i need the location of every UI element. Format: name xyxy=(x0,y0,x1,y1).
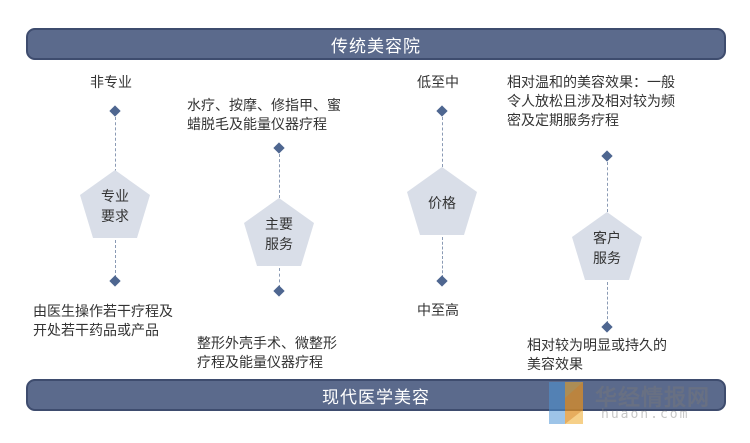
col1-bottom-connector xyxy=(115,240,116,278)
banner-bottom-label: 现代医学美容 xyxy=(322,387,430,408)
col1-top-text: 非专业 xyxy=(90,75,132,91)
col1-bottom-text: 由医生操作若干疗程及 开处若干药品或产品 xyxy=(33,304,173,339)
col2-top-text: 水疗、按摩、修指甲、蜜 蜡脱毛及能量仪器疗程 xyxy=(187,98,341,133)
banner-top-label: 传统美容院 xyxy=(331,36,421,57)
traditional-salon-banner: 传统美容院 xyxy=(26,28,726,60)
col2-top-connector xyxy=(279,154,280,198)
col4-top-text: 相对温和的美容效果：一般 令人放松且涉及相对较为频 密及定期服务疗程 xyxy=(507,75,675,129)
col2-top-diamond xyxy=(273,142,285,154)
col3-pentagon-node: 价格 xyxy=(405,165,479,237)
watermark-brand: 华经情报网 xyxy=(595,386,711,411)
col3-top-text: 低至中 xyxy=(417,75,459,91)
col3-top-diamond xyxy=(436,105,448,117)
col3-bottom-text: 中至高 xyxy=(417,303,459,319)
col2-bottom-diamond xyxy=(273,285,285,297)
col4-bottom-text: 相对较为明显或持久的 美容效果 xyxy=(527,338,667,373)
col1-node-label: 专业 要求 xyxy=(101,189,129,225)
col2-bottom-connector xyxy=(279,268,280,288)
watermark: 华经情报网 huaon.com xyxy=(543,378,743,428)
col4-top-diamond xyxy=(601,150,613,162)
col2-node-label: 主要 服务 xyxy=(265,217,293,253)
col3-bottom-diamond xyxy=(436,275,448,287)
col4-bottom-connector xyxy=(607,282,608,324)
col1-top-connector xyxy=(115,117,116,172)
col2-bottom-text: 整形外壳手术、微整形 疗程及能量仪器疗程 xyxy=(197,336,337,371)
col4-node-label: 客户 服务 xyxy=(593,231,621,267)
watermark-logo-icon xyxy=(549,382,583,424)
col3-node-label: 价格 xyxy=(428,196,456,212)
col4-pentagon-node: 客户 服务 xyxy=(570,210,644,282)
watermark-url: huaon.com xyxy=(601,407,690,422)
col4-top-connector xyxy=(607,162,608,212)
col2-pentagon-node: 主要 服务 xyxy=(242,196,316,268)
medical-aesthetics-banner: 现代医学美容 xyxy=(26,379,726,411)
col1-bottom-diamond xyxy=(109,275,121,287)
col3-top-connector xyxy=(442,117,443,167)
col4-bottom-diamond xyxy=(601,321,613,333)
col1-pentagon-node: 专业 要求 xyxy=(78,168,152,240)
col1-top-diamond xyxy=(109,105,121,117)
col3-bottom-connector xyxy=(442,237,443,278)
